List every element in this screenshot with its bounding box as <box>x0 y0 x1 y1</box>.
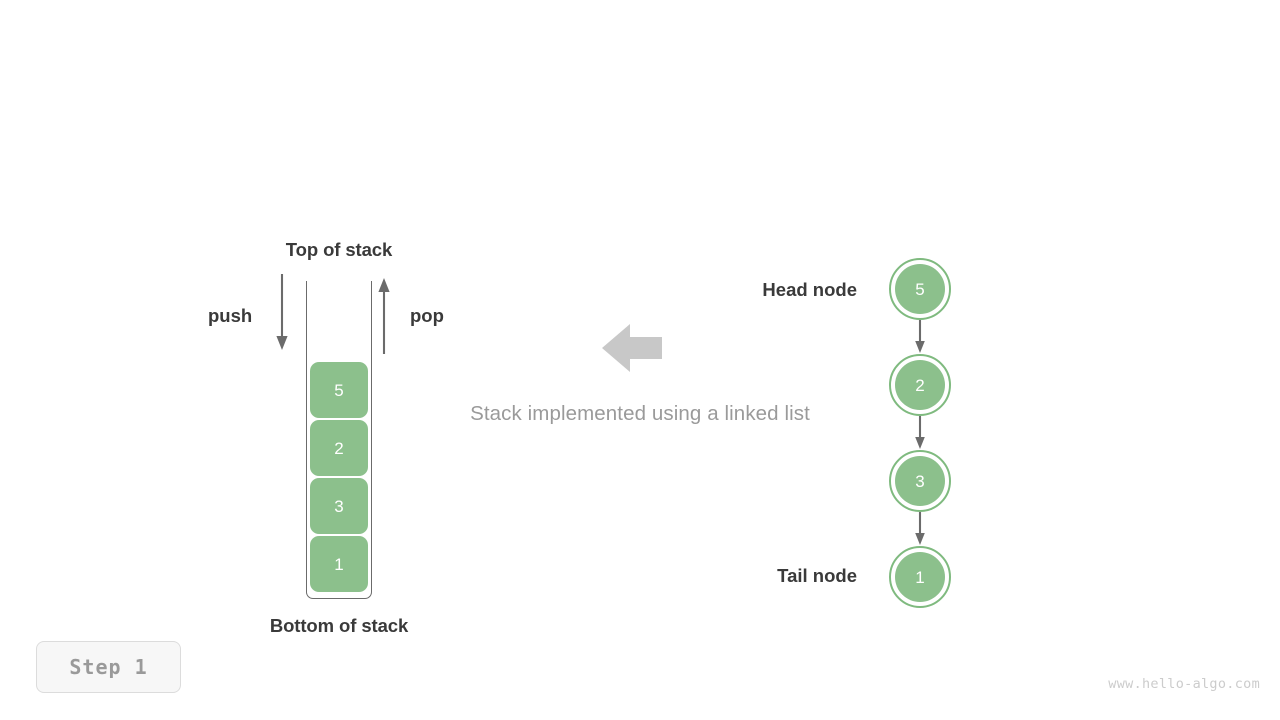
arrow-left-block-icon <box>602 320 662 381</box>
linked-list-node: 5 <box>889 258 951 320</box>
stack-cell: 1 <box>310 536 368 592</box>
arrow-up-icon <box>374 274 394 359</box>
list-item: 1 <box>889 546 951 608</box>
step-badge: Step 1 <box>36 641 181 693</box>
arrow-down-icon <box>912 416 928 450</box>
stack-cell: 3 <box>310 478 368 534</box>
list-item: 2 <box>889 354 951 449</box>
list-item: 3 <box>889 450 951 545</box>
stack-cell: 2 <box>310 420 368 476</box>
linked-list: 5 2 3 <box>889 258 951 608</box>
stack-cell: 5 <box>310 362 368 418</box>
node-value: 1 <box>895 552 945 602</box>
stack-cell-list: 5 2 3 1 <box>310 362 368 720</box>
node-value: 5 <box>895 264 945 314</box>
bottom-of-stack-label: Bottom of stack <box>269 615 409 636</box>
push-label: push <box>208 305 253 326</box>
stack-container <box>306 281 372 599</box>
node-value: 3 <box>895 456 945 506</box>
linked-list-node: 1 <box>889 546 951 608</box>
arrow-down-icon <box>912 512 928 546</box>
diagram-caption: Stack implemented using a linked list <box>470 402 810 425</box>
arrow-down-icon <box>912 320 928 354</box>
watermark: www.hello-algo.com <box>1108 676 1260 692</box>
arrow-down-icon <box>272 274 292 359</box>
tail-node-label: Tail node <box>777 565 857 586</box>
top-of-stack-label: Top of stack <box>285 239 393 260</box>
head-node-label: Head node <box>762 279 857 300</box>
linked-list-node: 2 <box>889 354 951 416</box>
linked-list-node: 3 <box>889 450 951 512</box>
list-item: 5 <box>889 258 951 353</box>
node-value: 2 <box>895 360 945 410</box>
pop-label: pop <box>410 305 444 326</box>
stack-panel: Top of stack push pop 5 2 3 1 Bottom of … <box>0 0 560 720</box>
